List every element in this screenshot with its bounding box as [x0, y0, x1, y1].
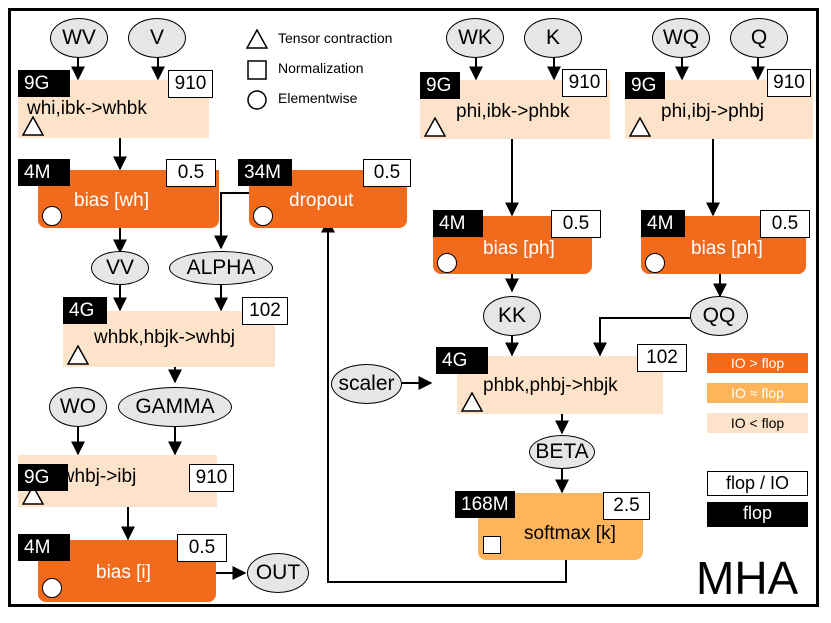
arrow-dropout-to-alpha: [214, 192, 249, 250]
op-label: dropout: [289, 190, 354, 211]
flop-badge: 9G: [420, 72, 460, 99]
input-kk: KK: [483, 296, 541, 336]
arrow-qq-to-phbk: [593, 317, 690, 357]
diagram-frame: [8, 8, 819, 607]
legend-normalization: Normalization: [278, 60, 364, 76]
circle-icon: [253, 206, 273, 226]
flop-badge: 9G: [18, 464, 68, 491]
ratio-badge: 910: [189, 464, 234, 492]
op-label: bias [wh]: [74, 190, 149, 211]
diagram-title: MHA: [696, 552, 799, 604]
legend-ratio-key: flop / IO: [707, 471, 808, 496]
flop-badge: 168M: [455, 491, 515, 518]
flop-badge: 4M: [18, 534, 70, 561]
flop-badge: 4M: [433, 210, 483, 237]
legend-flop-key: flop: [707, 502, 808, 527]
ratio-badge: 2.5: [603, 492, 650, 520]
input-wk: WK: [446, 18, 504, 58]
flop-badge: 4M: [18, 159, 70, 186]
flop-badge: 4G: [63, 297, 107, 324]
triangle-icon: [629, 117, 651, 137]
input-q: Q: [730, 18, 788, 58]
output-out: OUT: [247, 553, 309, 593]
triangle-icon: [245, 28, 269, 49]
square-icon: [247, 60, 267, 80]
flop-badge: 4G: [436, 347, 488, 374]
input-gamma: GAMMA: [118, 387, 232, 427]
ratio-badge: 0.5: [363, 159, 411, 187]
op-label: phi,ibj->phbj: [661, 101, 764, 122]
op-label: bias [ph]: [691, 238, 763, 259]
circle-icon: [247, 90, 267, 110]
input-wq: WQ: [652, 18, 710, 58]
ratio-badge: 0.5: [177, 534, 227, 562]
square-icon: [483, 536, 501, 554]
ratio-badge: 0.5: [551, 210, 601, 238]
arrow-softmax-to-dropout: [321, 218, 567, 583]
op-label: bias [i]: [96, 562, 151, 583]
ratio-badge: 910: [562, 69, 607, 97]
legend-tensor-contraction: Tensor contraction: [278, 30, 393, 46]
legend-io-gt-flop: IO > flop: [707, 353, 808, 373]
op-label: softmax [k]: [524, 523, 616, 544]
legend-io-lt-flop: IO < flop: [707, 413, 808, 433]
triangle-icon: [22, 485, 44, 505]
op-label: whbk,hbjk->whbj: [94, 327, 235, 348]
input-qq: QQ: [690, 296, 748, 336]
circle-icon: [437, 253, 457, 273]
input-scaler: scaler: [331, 364, 402, 404]
op-label: phi,ibk->phbk: [456, 101, 570, 122]
input-wo: WO: [49, 387, 107, 427]
circle-icon: [42, 578, 62, 598]
input-wv: WV: [50, 18, 108, 58]
ratio-badge: 910: [767, 69, 811, 97]
input-k: K: [524, 18, 582, 58]
ratio-badge: 102: [637, 344, 687, 372]
flop-badge: 34M: [238, 159, 292, 186]
ratio-badge: 0.5: [166, 159, 216, 187]
op-label: phbk,phbj->hbjk: [483, 375, 618, 396]
ratio-badge: 0.5: [760, 210, 810, 238]
circle-icon: [42, 206, 62, 226]
ratio-badge: 910: [168, 70, 213, 98]
op-phbk-phbj-hbjk: phbk,phbj->hbjk: [457, 356, 663, 414]
op-label: whi,ibk->whbk: [27, 98, 147, 119]
input-beta: BETA: [529, 435, 595, 469]
triangle-icon: [22, 116, 44, 136]
ratio-badge: 102: [242, 297, 288, 325]
flop-badge: 4M: [641, 210, 685, 237]
flop-badge: 9G: [625, 72, 665, 99]
op-label: bias [ph]: [483, 238, 555, 259]
triangle-icon: [424, 117, 446, 137]
legend-io-approx-flop: IO ≈ flop: [707, 383, 808, 403]
triangle-icon: [461, 392, 483, 412]
triangle-icon: [67, 345, 89, 365]
circle-icon: [645, 253, 665, 273]
legend-elementwise: Elementwise: [278, 90, 358, 106]
input-vv: VV: [91, 251, 149, 285]
flop-badge: 9G: [18, 70, 70, 97]
input-v: V: [128, 18, 186, 58]
input-alpha: ALPHA: [169, 251, 273, 285]
